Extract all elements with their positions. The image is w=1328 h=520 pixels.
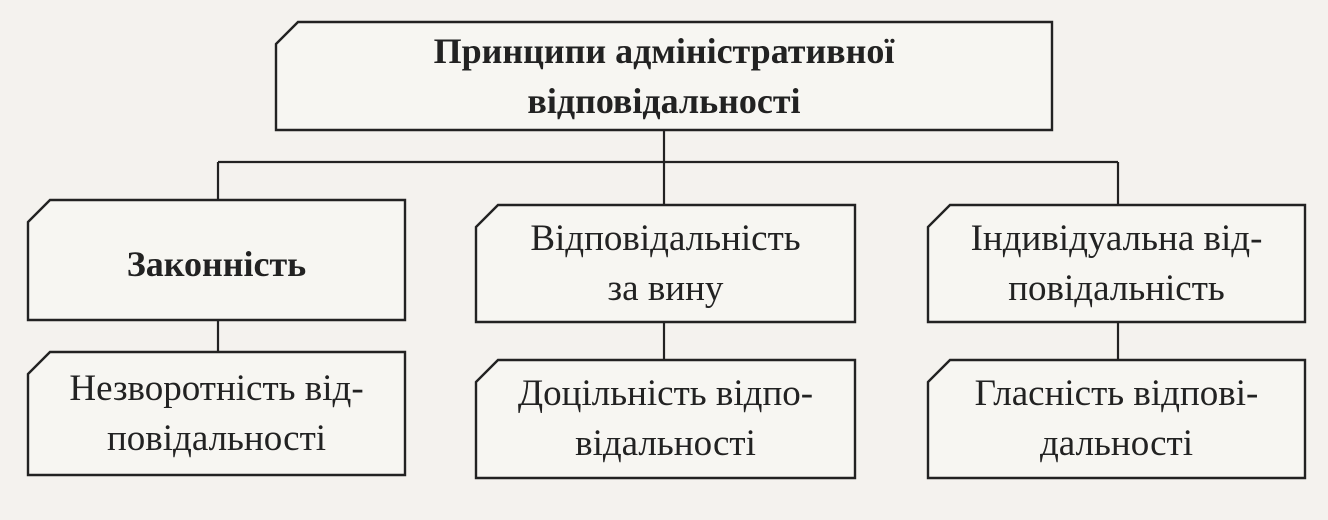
column-3-bottom-label: Гласність відпові- дальності <box>974 373 1259 464</box>
root-label: Принципи адміністративної відповідальнос… <box>433 31 895 121</box>
root-box <box>274 20 1054 132</box>
connectors <box>216 130 1120 360</box>
column-2-top-label: Відповідальність за вину <box>530 217 801 309</box>
column-3-top-label: Індивідуальна від- повідальність <box>970 217 1263 309</box>
column-2-bottom-label: Доцільність відпо- відальності <box>517 373 814 464</box>
column-1-bottom-box <box>26 350 407 477</box>
column-1-top-box <box>26 198 407 322</box>
column-3-top-box <box>926 203 1307 324</box>
column-2-bottom-box <box>474 358 857 480</box>
column-2-top-box <box>474 203 857 324</box>
column-1-bottom-label: Незворотність від- повідальності <box>69 367 364 459</box>
column-3-bottom-box <box>926 358 1307 480</box>
column-1-top-label: Законність <box>126 244 307 284</box>
